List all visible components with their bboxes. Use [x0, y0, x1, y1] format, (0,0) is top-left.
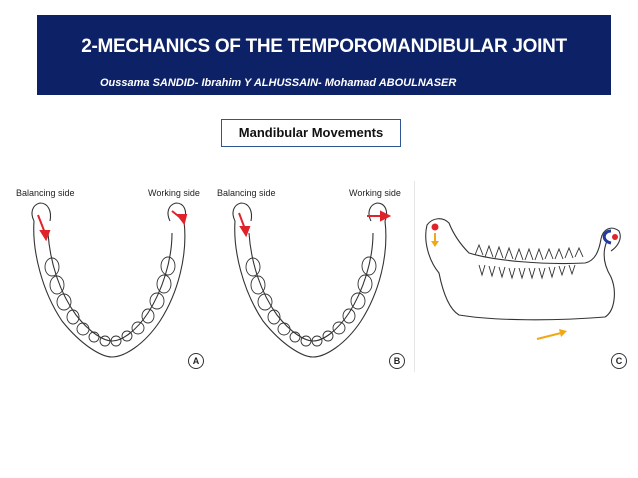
title-banner: 2-MECHANICS OF THE TEMPOROMANDIBULAR JOI…	[37, 15, 611, 95]
panel-letter-b: B	[389, 353, 405, 369]
slide-title: 2-MECHANICS OF THE TEMPOROMANDIBULAR JOI…	[81, 36, 567, 57]
section-heading-box: Mandibular Movements	[221, 119, 401, 147]
balancing-side-label-a: Balancing side	[16, 188, 75, 198]
mandible-lateral-diagram-c	[425, 218, 621, 340]
working-side-label-a: Working side	[148, 188, 200, 198]
panel-letter-a: A	[188, 353, 204, 369]
panel-letter-c: C	[611, 353, 627, 369]
mandible-diagram-b	[232, 202, 392, 358]
figure-panel-a: Balancing side Working side A	[12, 181, 208, 372]
balancing-side-label-b: Balancing side	[217, 188, 276, 198]
working-side-label-b: Working side	[349, 188, 401, 198]
figure-panel-c: C	[414, 181, 631, 372]
authors-line: Oussama SANDID- Ibrahim Y ALHUSSAIN- Moh…	[100, 77, 457, 89]
figure-panel-b: Balancing side Working side B	[213, 181, 409, 372]
mandible-diagram-a	[31, 202, 188, 358]
